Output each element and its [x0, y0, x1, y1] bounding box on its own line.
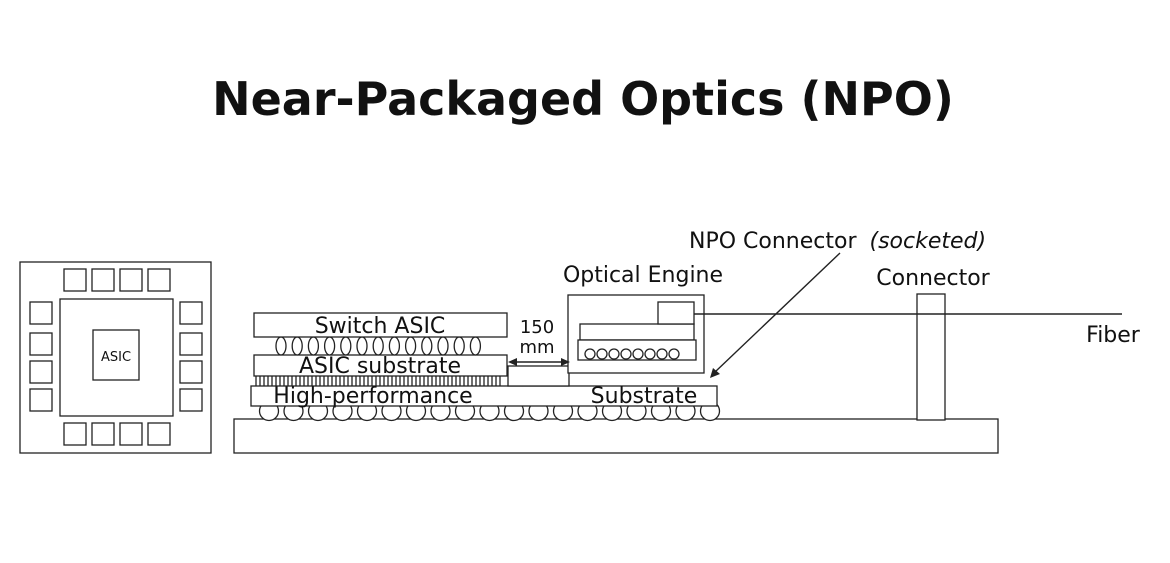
side-view: [233, 293, 999, 454]
optical-engine-ball: [620, 348, 632, 360]
flipchip-bump: [291, 336, 303, 356]
photonic-chip: [657, 301, 695, 325]
fiber-label: Fiber: [1086, 323, 1141, 348]
package-pad: [63, 268, 87, 292]
pcb-board: [233, 418, 999, 454]
connector-label: Connector: [876, 266, 990, 291]
asic-substrate-label: ASIC substrate: [299, 354, 461, 379]
optical-engine-ball: [584, 348, 596, 360]
flipchip-bump: [323, 336, 336, 356]
flipchip-bump: [275, 336, 287, 356]
package-pad: [91, 422, 115, 446]
package-pad: [179, 388, 203, 412]
high-performance-label: High-performance: [273, 384, 472, 409]
npo-connector-pointer: [710, 252, 841, 378]
flipchip-bump: [340, 336, 352, 356]
package-pad: [179, 332, 203, 356]
optical-engine-substrate: [579, 323, 695, 341]
flipchip-bump: [469, 336, 482, 356]
optical-engine-ball: [632, 348, 644, 360]
package-pad: [119, 268, 143, 292]
npo-connector-note: (socketed): [870, 229, 987, 254]
package-pad: [29, 332, 53, 356]
optical-engine-ball: [608, 348, 620, 360]
flipchip-bump: [404, 336, 417, 356]
package-pad: [63, 422, 87, 446]
asic-chip: [92, 329, 140, 381]
optical-engine-solder-balls: [584, 348, 680, 360]
optical-engine-ball: [596, 348, 608, 360]
package-pad: [179, 301, 203, 325]
flipchip-bump: [421, 336, 433, 356]
package-pad: [91, 268, 115, 292]
npo-connector-text: NPO Connector: [689, 229, 857, 254]
distance-unit: mm: [519, 337, 554, 358]
asic-substrate-bumps: [255, 376, 501, 386]
front-panel-connector: [916, 293, 946, 421]
package-pad: [29, 388, 53, 412]
package-pad: [119, 422, 143, 446]
asic-substrate: [253, 354, 508, 377]
asic-flipchip-bumps: [275, 336, 482, 356]
distance-value: 150: [520, 317, 554, 338]
flipchip-bump: [453, 336, 465, 356]
package-pad: [179, 360, 203, 384]
switch-asic: [253, 312, 508, 338]
package-pads: [29, 268, 203, 446]
package-pad: [147, 268, 171, 292]
flipchip-bump: [307, 336, 320, 356]
switch-asic-label: Switch ASIC: [315, 314, 446, 339]
optical-engine-ball: [656, 348, 668, 360]
optical-engine-ball: [668, 348, 680, 360]
package-pad: [29, 301, 53, 325]
optical-engine-label: Optical Engine: [563, 263, 723, 288]
socket-gap: [507, 365, 570, 387]
page-title: Near-Packaged Optics (NPO): [212, 72, 954, 126]
flipchip-bump: [356, 336, 368, 356]
flipchip-bump: [388, 336, 401, 356]
package-pad: [147, 422, 171, 446]
top-view-package: [19, 261, 212, 454]
flipchip-bump: [372, 336, 384, 356]
substrate-label: Substrate: [591, 384, 698, 409]
asic-chip-label: ASIC: [101, 350, 131, 365]
flipchip-bump: [437, 336, 449, 356]
distance-arrow: [508, 358, 570, 366]
package-pad: [29, 360, 53, 384]
npo-connector-label: NPO Connector (socketed): [689, 229, 986, 254]
optical-engine-ball: [644, 348, 656, 360]
